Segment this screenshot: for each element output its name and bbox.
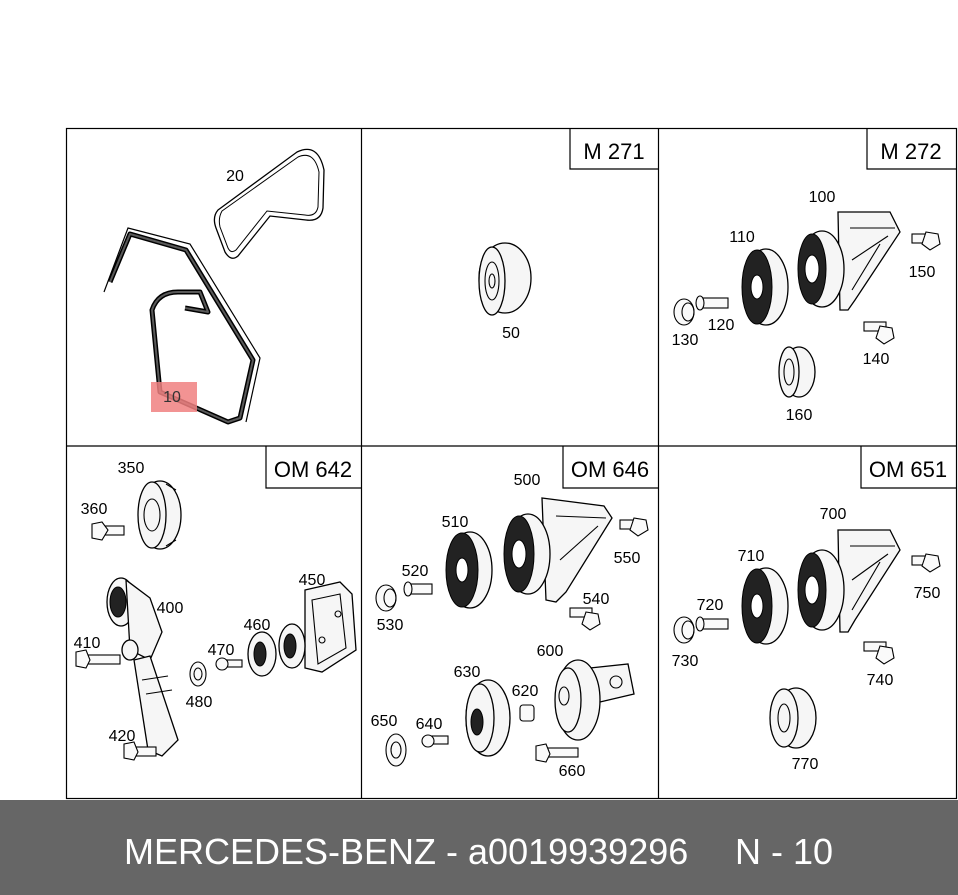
bolt-360-drawing xyxy=(91,521,125,541)
cap-730-drawing xyxy=(673,616,695,644)
bolt-720-drawing xyxy=(695,616,729,632)
callout-720: 720 xyxy=(697,597,724,614)
pulley-630-drawing xyxy=(465,679,511,757)
tensioner-400-drawing xyxy=(106,577,179,757)
bolt-420-drawing xyxy=(123,741,157,761)
panel-header-m272: M 272 xyxy=(880,139,941,164)
tensioner-700-drawing xyxy=(797,529,901,633)
callout-470: 470 xyxy=(208,642,235,659)
callout-640: 640 xyxy=(416,716,443,733)
bolt-550-drawing xyxy=(619,517,649,537)
washer-480-drawing xyxy=(189,661,207,687)
cap-130-drawing xyxy=(673,298,695,326)
pulley-50-drawing xyxy=(478,242,532,316)
callout-630: 630 xyxy=(454,664,481,681)
callout-530: 530 xyxy=(377,617,404,634)
callout-650: 650 xyxy=(371,713,398,730)
callout-400: 400 xyxy=(157,600,184,617)
callout-620: 620 xyxy=(512,683,539,700)
callout-350: 350 xyxy=(118,460,145,477)
callout-100: 100 xyxy=(809,189,836,206)
footer-bar xyxy=(0,800,958,895)
callout-520: 520 xyxy=(402,563,429,580)
tensioner-500-drawing xyxy=(503,497,613,603)
pulley-350-drawing xyxy=(137,480,182,550)
callout-510: 510 xyxy=(442,514,469,531)
callout-540: 540 xyxy=(583,591,610,608)
callout-500: 500 xyxy=(514,472,541,489)
callout-480: 480 xyxy=(186,694,213,711)
callout-450: 450 xyxy=(299,572,326,589)
bracket-450-drawing xyxy=(304,581,357,673)
pulley-600-drawing xyxy=(554,659,635,741)
bolt-640-drawing xyxy=(421,734,449,748)
bolt-470-drawing xyxy=(215,657,243,671)
callout-10-highlight xyxy=(151,382,197,412)
pulley-770-drawing xyxy=(769,687,817,749)
cap-530-drawing xyxy=(375,584,397,612)
callout-710: 710 xyxy=(738,548,765,565)
callout-130: 130 xyxy=(672,332,699,349)
callout-160: 160 xyxy=(786,407,813,424)
callout-360: 360 xyxy=(81,501,108,518)
callout-110: 110 xyxy=(729,229,755,246)
callout-10: 10 xyxy=(163,389,181,406)
callout-140: 140 xyxy=(863,351,890,368)
callout-420: 420 xyxy=(109,728,136,745)
panel-header-om642: OM 642 xyxy=(274,457,352,482)
panel-header-m271: M 271 xyxy=(583,139,644,164)
callout-550: 550 xyxy=(614,550,641,567)
panel-header-om646: OM 646 xyxy=(571,457,649,482)
bolt-410-drawing xyxy=(75,649,121,669)
callout-660: 660 xyxy=(559,763,586,780)
belt-20-drawing xyxy=(213,148,325,259)
tensioner-100-drawing xyxy=(797,211,901,311)
pulley-160-drawing xyxy=(778,346,816,398)
callout-770: 770 xyxy=(792,756,819,773)
panel-header-om651: OM 651 xyxy=(869,457,947,482)
grid-frame xyxy=(65,127,958,800)
callout-730: 730 xyxy=(672,653,699,670)
callout-750: 750 xyxy=(914,585,941,602)
pulley-460-drawing xyxy=(247,623,306,677)
parts-diagram: M 271 M 272 OM 642 OM 646 OM 651 20 10 5… xyxy=(65,127,958,800)
bolt-120-drawing xyxy=(695,295,729,311)
pulley-510-drawing xyxy=(445,531,493,609)
footer-page-number: N - 10 xyxy=(735,831,834,872)
bolt-660-drawing xyxy=(535,743,579,763)
belt-10-drawing xyxy=(103,227,261,425)
bolt-150-drawing xyxy=(911,231,941,251)
callout-410: 410 xyxy=(74,635,101,652)
callout-150: 150 xyxy=(909,264,936,281)
callout-120: 120 xyxy=(708,317,735,334)
callout-460: 460 xyxy=(244,617,271,634)
bolt-140-drawing xyxy=(863,321,895,345)
bolt-740-drawing xyxy=(863,641,895,665)
pulley-710-drawing xyxy=(741,567,789,645)
bolt-540-drawing xyxy=(569,607,601,631)
callout-20: 20 xyxy=(226,168,244,185)
spacer-620-drawing xyxy=(519,704,535,722)
callout-50: 50 xyxy=(502,325,520,342)
callout-740: 740 xyxy=(867,672,894,689)
bolt-750-drawing xyxy=(911,553,941,573)
bolt-520-drawing xyxy=(403,581,433,597)
pulley-110-drawing xyxy=(741,248,789,326)
washer-650-drawing xyxy=(385,733,407,767)
callout-600: 600 xyxy=(537,643,564,660)
callout-700: 700 xyxy=(820,506,847,523)
footer-part-number: MERCEDES-BENZ - a0019939296 xyxy=(124,831,689,872)
